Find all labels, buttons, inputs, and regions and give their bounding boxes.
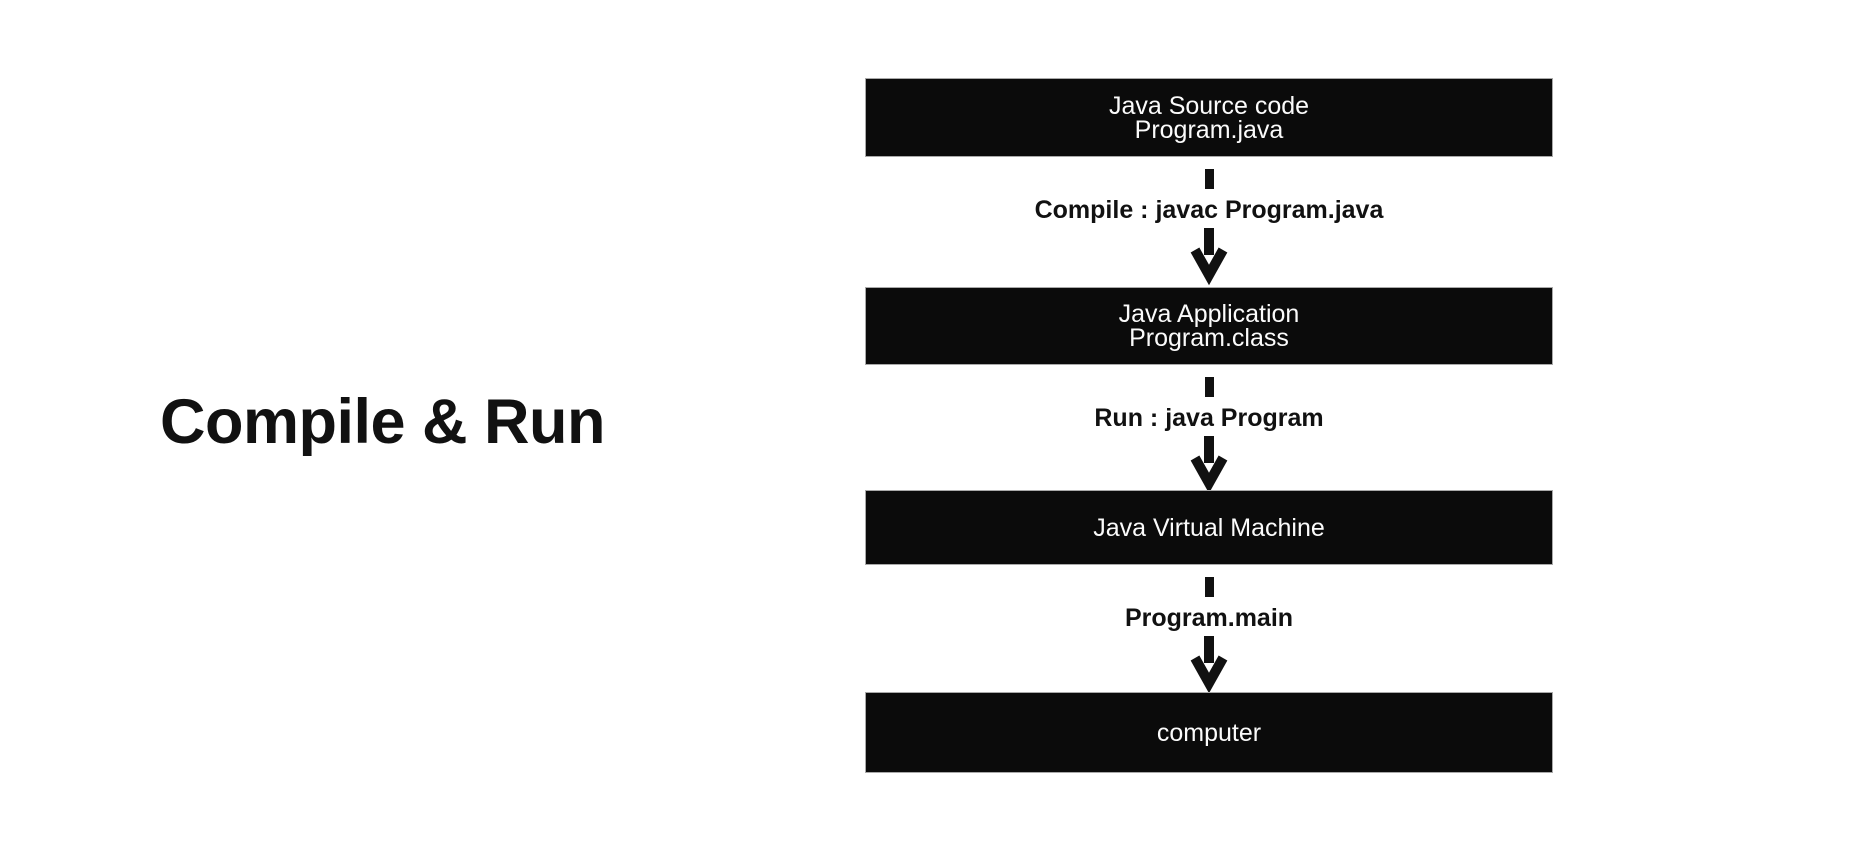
node-line: Program.class bbox=[1129, 324, 1289, 352]
node-line: Java Virtual Machine bbox=[1093, 513, 1325, 542]
flow-node-java-virtual-machine: Java Virtual Machine bbox=[865, 490, 1553, 565]
connector-label: Compile : javac Program.java bbox=[1034, 196, 1384, 224]
connector-program-main: Program.main bbox=[865, 565, 1553, 694]
flow-node-java-source-code: Java Source code Program.java bbox=[865, 78, 1553, 157]
node-line: Program.java bbox=[1134, 115, 1284, 144]
arrow-dash-icon bbox=[1204, 169, 1214, 189]
connector-label: Program.main bbox=[1124, 604, 1294, 632]
flowchart: Java Source code Program.java Compile : … bbox=[865, 0, 1553, 856]
arrow-dash-icon bbox=[1204, 577, 1214, 597]
node-line: Java Source code bbox=[1108, 91, 1310, 120]
connector-label: Run : java Program bbox=[1094, 404, 1324, 432]
node-line: computer bbox=[1156, 718, 1262, 747]
arrow-down-icon bbox=[1190, 228, 1228, 286]
node-line: Java Application bbox=[1118, 300, 1300, 328]
page-title: Compile & Run bbox=[160, 387, 606, 457]
connector-run: Run : java Program bbox=[865, 365, 1553, 494]
arrow-down-icon bbox=[1190, 436, 1228, 494]
flow-node-computer: computer bbox=[865, 692, 1553, 773]
flow-node-java-application: Java Application Program.class bbox=[865, 287, 1553, 365]
arrow-down-icon bbox=[1190, 636, 1228, 694]
connector-compile: Compile : javac Program.java bbox=[865, 157, 1553, 287]
arrow-dash-icon bbox=[1204, 377, 1214, 397]
